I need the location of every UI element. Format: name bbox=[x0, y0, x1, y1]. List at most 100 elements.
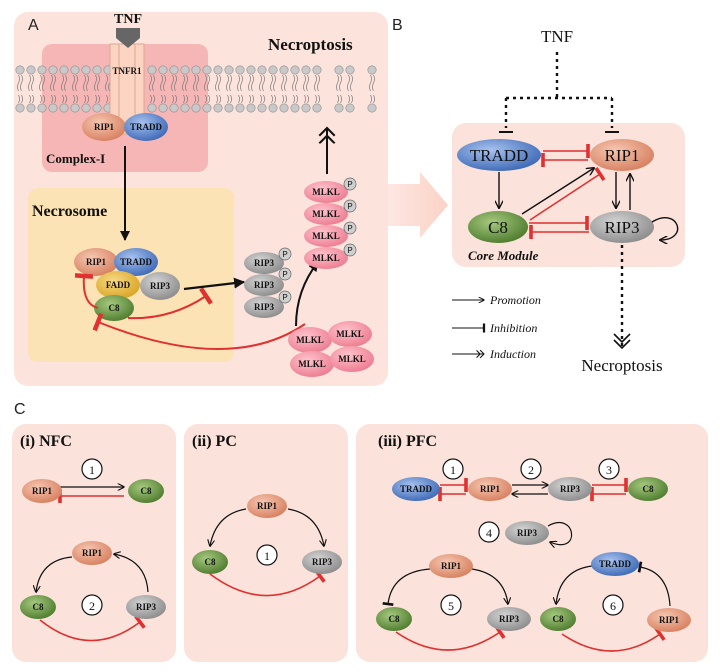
necrosome-rip1-node bbox=[74, 248, 118, 276]
lipid-tail bbox=[259, 74, 265, 104]
lipid-tail bbox=[94, 74, 100, 104]
mlkl-oligomer-label: MLKL bbox=[312, 187, 340, 197]
phospho-label: P bbox=[282, 250, 287, 259]
nfc2-c8-label: C8 bbox=[33, 602, 44, 612]
lipid-head bbox=[235, 65, 245, 75]
mlkl-oligomer-node bbox=[304, 181, 348, 203]
lipid-head bbox=[15, 65, 25, 75]
tnf-ligand bbox=[116, 28, 140, 48]
pfc5-rip1-node bbox=[429, 554, 473, 578]
pfc-motif-2-badge bbox=[520, 458, 542, 480]
pfc6-c8-label: C8 bbox=[553, 614, 564, 624]
pfc-motif-6-badge bbox=[602, 594, 624, 616]
complex-i-tradd-node bbox=[124, 113, 168, 141]
mlkl-oligomer-label: MLKL bbox=[312, 253, 340, 263]
lipid-head bbox=[345, 65, 355, 75]
mlkl-monomer-label: MLKL bbox=[336, 329, 364, 339]
necrosome-rip1-label: RIP1 bbox=[86, 257, 106, 267]
fadd-node bbox=[96, 271, 140, 299]
pfc5-rip1-inhibits-c8 bbox=[382, 568, 431, 607]
lipid-head bbox=[246, 103, 256, 113]
lipid-head bbox=[81, 65, 91, 75]
pfc-motif-5-number: 5 bbox=[448, 599, 454, 613]
nfc2-rip3-node bbox=[126, 595, 166, 619]
c8-inhibits-rip1-b bbox=[529, 166, 606, 221]
lipid-head bbox=[213, 103, 223, 113]
lipid-tail bbox=[72, 74, 78, 104]
phospho-label: P bbox=[347, 246, 352, 255]
lipid-tail bbox=[204, 74, 210, 104]
b-tnf-label: TNF bbox=[541, 27, 573, 46]
phospho-badge bbox=[278, 267, 292, 281]
pfc5-rip3-label: RIP3 bbox=[499, 614, 519, 624]
lipid-head bbox=[235, 103, 245, 113]
b-rip3-node bbox=[590, 211, 654, 243]
lipid-tail bbox=[226, 74, 232, 104]
phospho-badge bbox=[278, 247, 292, 261]
complex-i-tradd-label: TRADD bbox=[130, 122, 163, 132]
lipid-head bbox=[37, 65, 47, 75]
rip3-oligomer-node-3 bbox=[244, 296, 284, 318]
lipid-tail bbox=[149, 74, 155, 104]
pfc-motif-4-badge bbox=[478, 521, 500, 543]
c8-inhibits-rip3 bbox=[127, 287, 213, 320]
pfc3-c8-label: C8 bbox=[643, 484, 654, 494]
mlkl-monomer-node bbox=[288, 327, 332, 353]
b-necroptosis-label: Necroptosis bbox=[581, 356, 662, 375]
legend-inhibition-label: Inhibition bbox=[489, 321, 537, 335]
pfc6-c8-node bbox=[540, 607, 576, 631]
nfc2-rip3-to-rip1 bbox=[114, 554, 149, 593]
rip3-oligomer-label-1: RIP3 bbox=[254, 258, 274, 268]
lipid-head bbox=[334, 103, 344, 113]
rip3-oligomer-node-2 bbox=[244, 274, 284, 296]
lipid-head bbox=[334, 65, 344, 75]
lipid-head bbox=[158, 103, 168, 113]
b-rip1-label: RIP1 bbox=[605, 146, 640, 165]
lipid-head bbox=[268, 103, 278, 113]
mlkl-oligomer-node bbox=[304, 247, 348, 269]
lipid-head bbox=[279, 65, 289, 75]
lipid-tail bbox=[160, 74, 166, 104]
lipid-head bbox=[301, 103, 311, 113]
tnf-label: TNF bbox=[114, 12, 142, 27]
phospho-badge bbox=[278, 290, 292, 304]
phospho-badge bbox=[343, 177, 357, 191]
c8-inhibits-rip1 bbox=[74, 273, 99, 309]
pfc-motif-1-badge bbox=[442, 458, 464, 480]
phospho-label: P bbox=[282, 293, 287, 302]
nfc2-rip1-label: RIP1 bbox=[82, 548, 102, 558]
pfc-title: (iii) PFC bbox=[378, 433, 437, 450]
lipid-tail bbox=[61, 74, 67, 104]
lipid-head bbox=[180, 65, 190, 75]
panel-a: A TNF TNFR1 RIP1 TRADD Complex-I Necroso… bbox=[14, 12, 388, 386]
pfc1-rip1-node bbox=[468, 477, 512, 501]
b-rip3-label: RIP3 bbox=[605, 218, 640, 237]
panel-c: C (i) NFC 1 RIP1 C8 RIP1 C8 RIP3 2 (ii) … bbox=[12, 401, 708, 662]
pfc5-c8-inhibits-rip3 bbox=[395, 625, 506, 651]
b-tradd-label: TRADD bbox=[470, 146, 529, 165]
rip3-oligomer-label-3: RIP3 bbox=[254, 302, 274, 312]
nfc-title: (i) NFC bbox=[20, 433, 72, 450]
pfc6-tradd-node bbox=[591, 552, 639, 576]
lipid-head bbox=[191, 65, 201, 75]
lipid-tail bbox=[237, 74, 243, 104]
lipid-head bbox=[169, 103, 179, 113]
pfc6-rip1-label: RIP1 bbox=[659, 615, 679, 625]
pfc-motif-1-number: 1 bbox=[450, 463, 456, 477]
pfc1-rip1-label: RIP1 bbox=[480, 484, 500, 494]
necrosome-rip3-node bbox=[140, 272, 180, 300]
pc-rip1-label: RIP1 bbox=[257, 501, 277, 511]
pfc2-rip3-label: RIP3 bbox=[560, 484, 580, 494]
cell-membrane bbox=[15, 65, 377, 113]
nfc1-c8-label: C8 bbox=[141, 486, 152, 496]
phospho-badge bbox=[343, 221, 357, 235]
lipid-tail bbox=[17, 74, 23, 104]
pc-rip3-label: RIP3 bbox=[312, 557, 332, 567]
lipid-head bbox=[290, 103, 300, 113]
mlkl-monomer-label: MLKL bbox=[298, 359, 326, 369]
pfc6-c8-inhibits-rip1 bbox=[561, 627, 666, 652]
pfc-motif-5-badge bbox=[440, 594, 462, 616]
lipid-head bbox=[37, 103, 47, 113]
